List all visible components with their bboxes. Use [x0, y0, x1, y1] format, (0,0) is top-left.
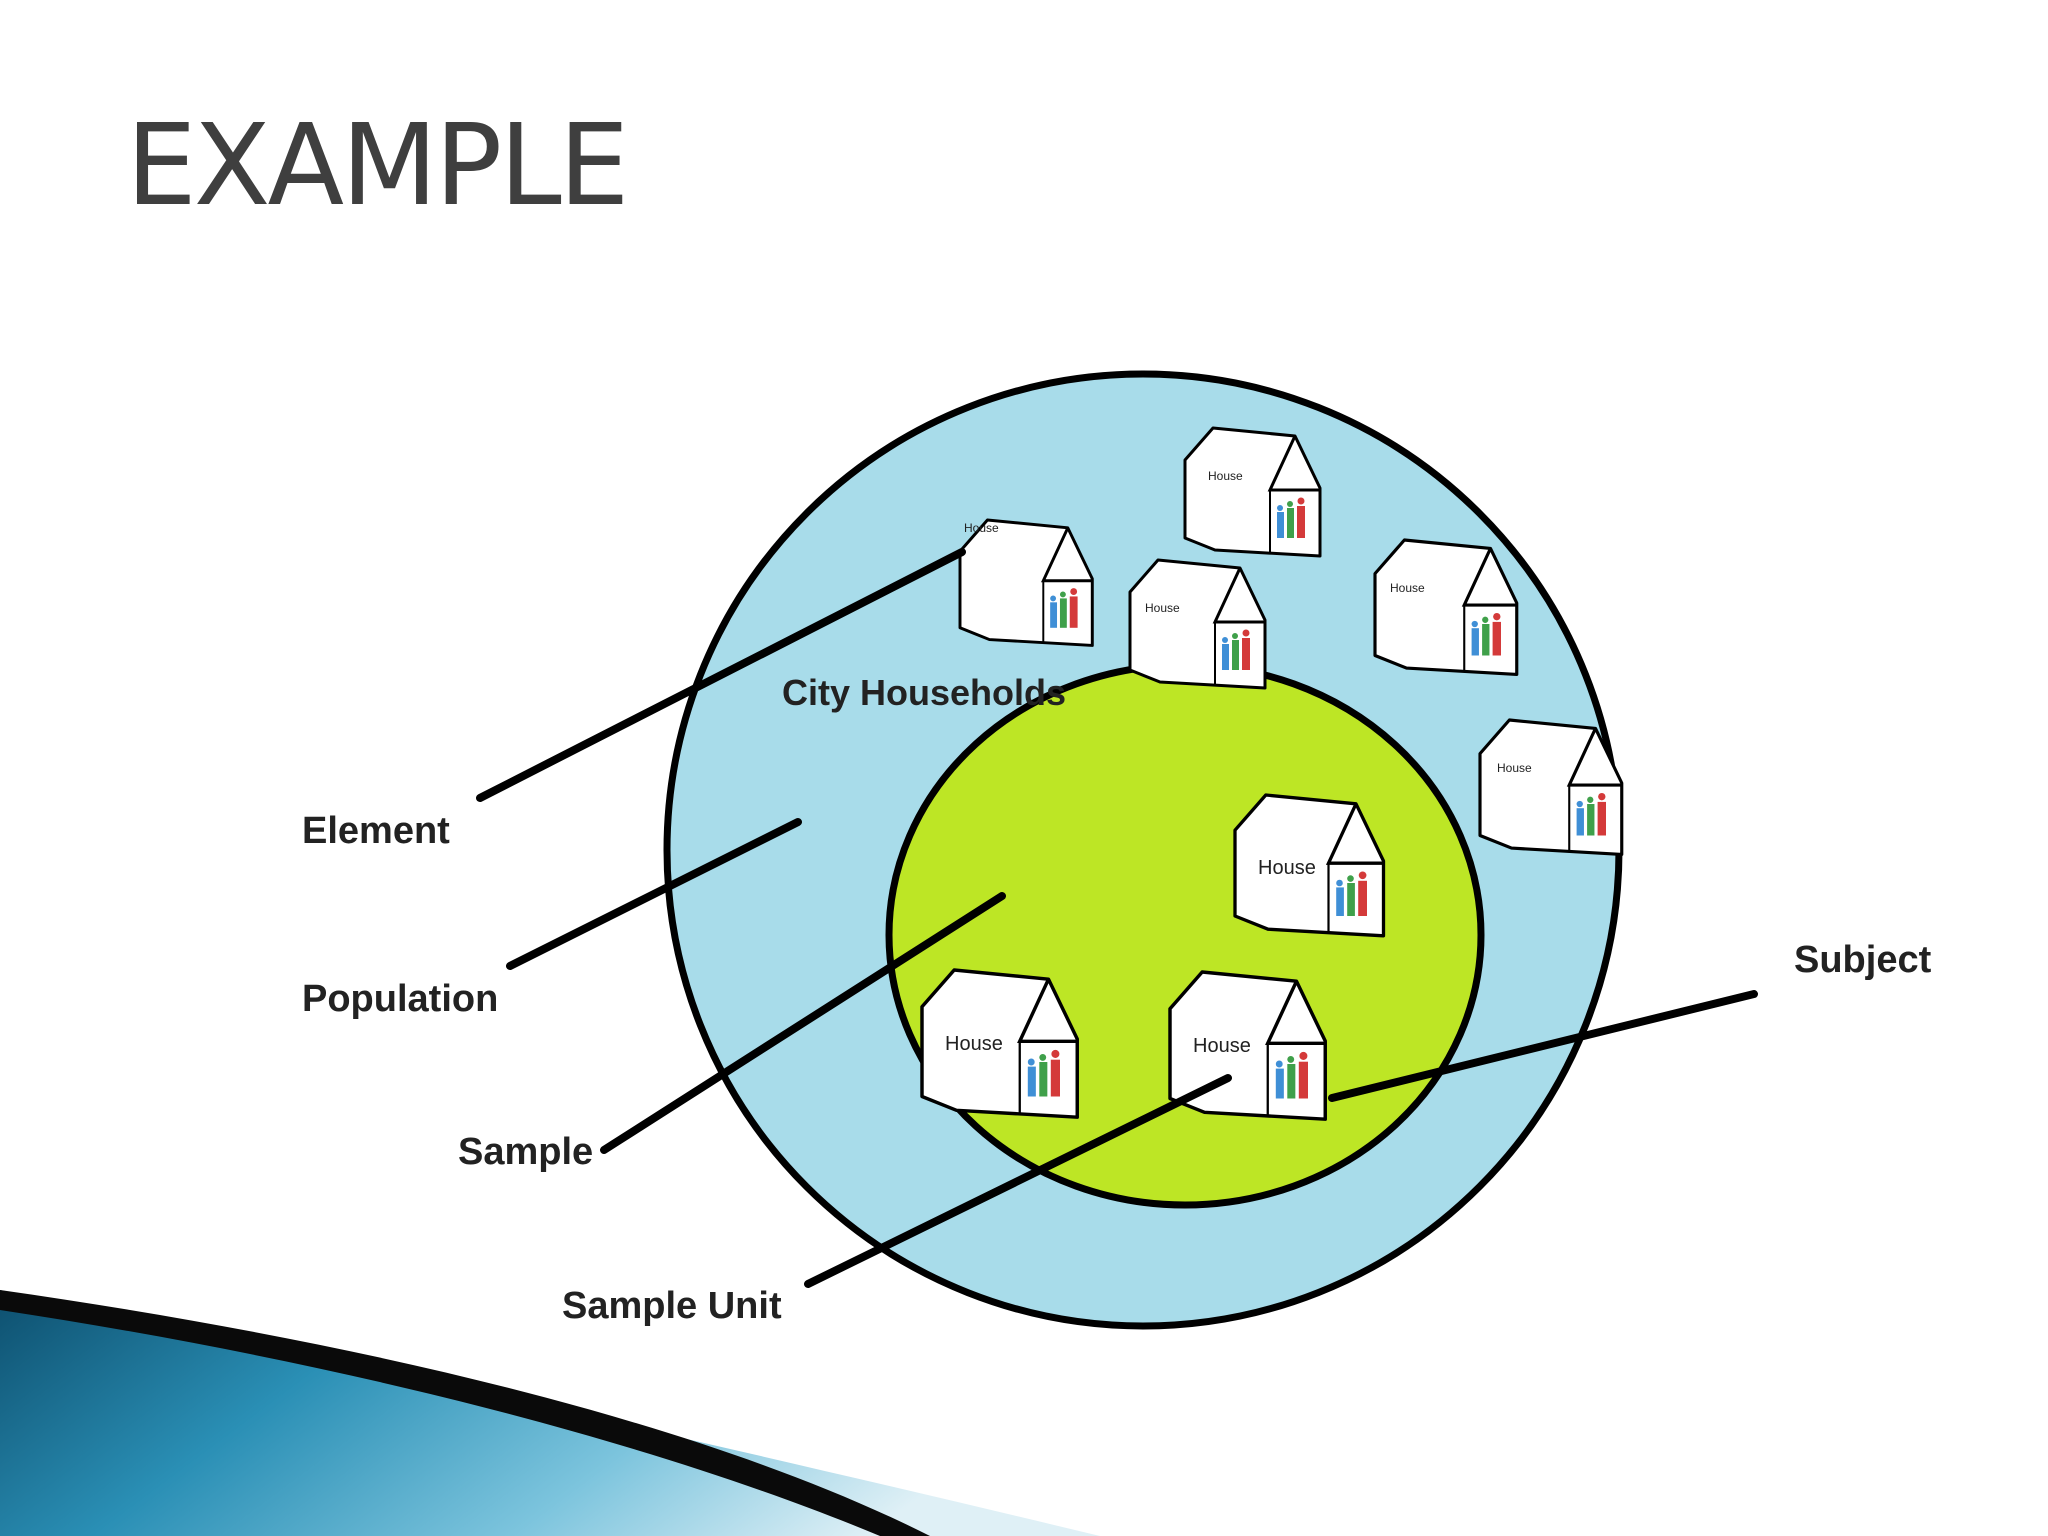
population-leader-line [506, 818, 802, 970]
element-leader-line [476, 548, 966, 802]
element-label: Element [302, 810, 450, 852]
sample-leader-line [600, 892, 1006, 1154]
subject-leader-line [1328, 990, 1758, 1102]
house-icon [1478, 718, 1624, 856]
house-label: House [945, 1033, 1003, 1055]
sample-unit-leader-line [804, 1074, 1232, 1288]
house-icon [958, 518, 1094, 647]
slide-title: EXAMPLE [126, 101, 629, 231]
house-label: House [1145, 601, 1180, 615]
house-icon [1128, 558, 1267, 690]
house-label: House [1208, 469, 1243, 483]
house-label: House [1258, 857, 1316, 879]
population-area-label: City Households [782, 672, 1067, 713]
house-label: House [1497, 761, 1532, 775]
house-label: House [1193, 1035, 1251, 1057]
sample-label: Sample [458, 1131, 594, 1173]
house-label: House [1390, 581, 1425, 595]
sample-circle [885, 661, 1485, 1209]
house-label: House [964, 521, 999, 535]
sample-unit-label: Sample Unit [562, 1285, 782, 1327]
subject-label: Subject [1794, 939, 1932, 981]
population-label: Population [302, 978, 499, 1020]
house-icon [1373, 538, 1519, 676]
house-icon [1183, 426, 1322, 558]
